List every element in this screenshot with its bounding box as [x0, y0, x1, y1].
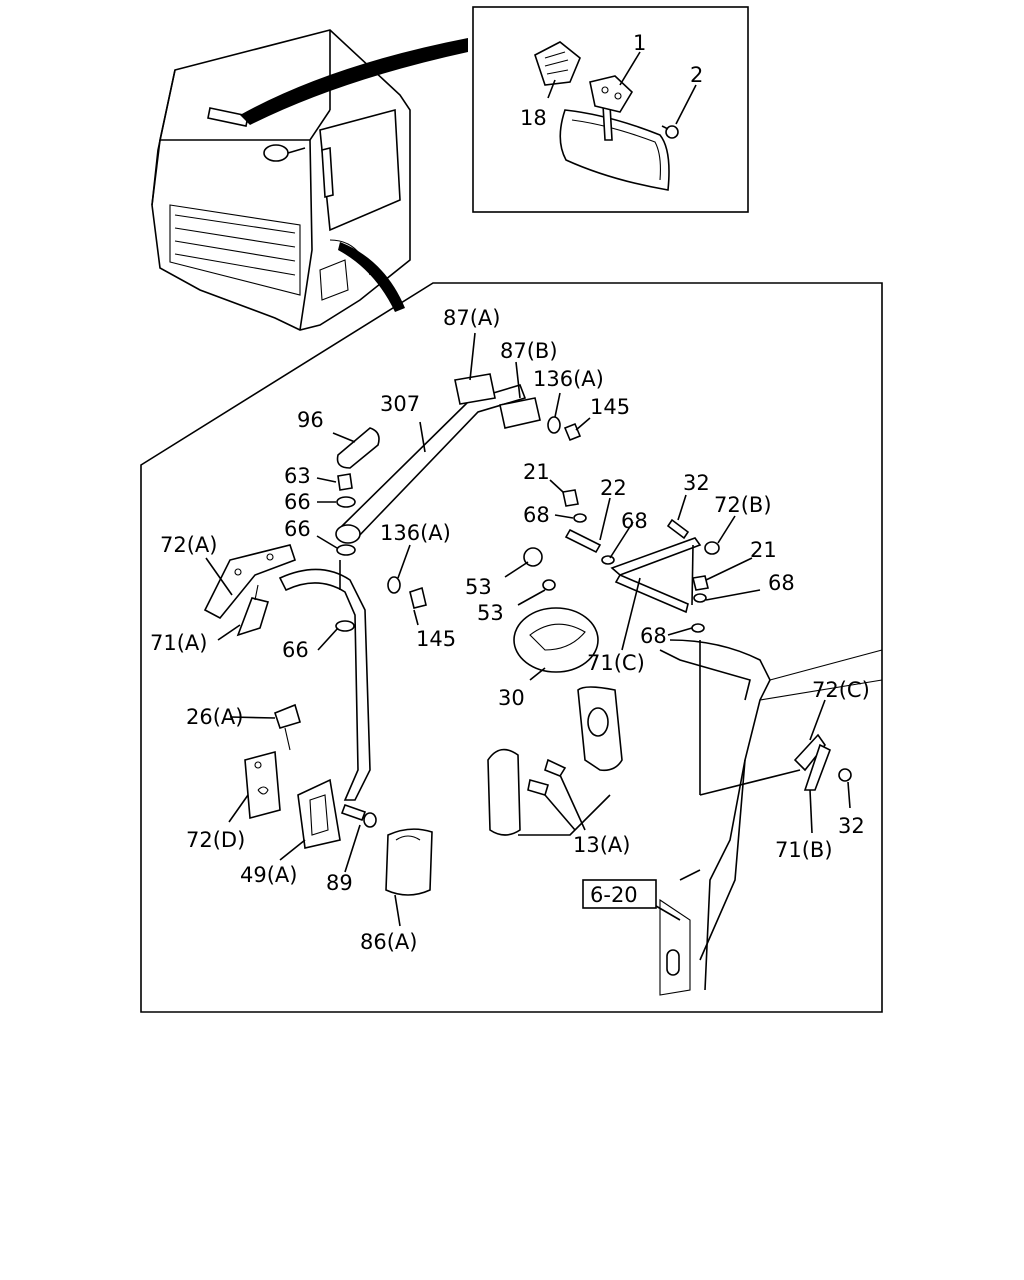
callout-26a: 26(A)	[186, 705, 243, 729]
callout-307: 307	[380, 392, 420, 416]
callout-53-a: 53	[465, 575, 492, 599]
callout-53-b: 53	[477, 601, 504, 625]
callout-68-b: 68	[621, 509, 648, 533]
callout-89: 89	[326, 871, 353, 895]
callout-71b: 71(B)	[775, 838, 833, 862]
callout-145-mid: 145	[416, 627, 456, 651]
callout-1: 1	[633, 31, 646, 55]
callout-66-c: 66	[282, 638, 309, 662]
callout-13a: 13(A)	[573, 833, 630, 857]
mirror-stay-assembly: 87(A) 87(B) 136(A) 145 307 96 63 66 66 7…	[140, 282, 883, 1013]
callout-32-a: 32	[683, 471, 710, 495]
callout-49a: 49(A)	[240, 863, 297, 887]
callout-68-d: 68	[640, 624, 667, 648]
callout-32-b: 32	[838, 814, 865, 838]
callout-22: 22	[600, 476, 627, 500]
callout-68-c: 68	[768, 571, 795, 595]
truck-cab-overview	[151, 29, 468, 331]
callout-145-top: 145	[590, 395, 630, 419]
callout-87b: 87(B)	[500, 339, 558, 363]
interior-mirror-inset: 1 2 18	[472, 6, 749, 213]
callout-72d: 72(D)	[186, 828, 245, 852]
callout-63: 63	[284, 464, 311, 488]
callout-71c: 71(C)	[587, 651, 645, 675]
callout-21-a: 21	[523, 460, 550, 484]
callout-72b: 72(B)	[714, 493, 772, 517]
callout-21-b: 21	[750, 538, 777, 562]
callout-87a: 87(A)	[443, 306, 500, 330]
callout-86a: 86(A)	[360, 930, 417, 954]
callout-72a: 72(A)	[160, 533, 217, 557]
callout-2: 2	[690, 63, 703, 87]
callout-30: 30	[498, 686, 525, 710]
callout-18: 18	[520, 106, 547, 130]
callout-66-a: 66	[284, 490, 311, 514]
callout-66-b: 66	[284, 517, 311, 541]
callout-68-a: 68	[523, 503, 550, 527]
callout-71a: 71(A)	[150, 631, 207, 655]
callout-96: 96	[297, 408, 324, 432]
reference-6-20[interactable]: 6-20	[590, 883, 638, 907]
callout-136a-top: 136(A)	[533, 367, 604, 391]
callout-136a-mid: 136(A)	[380, 521, 451, 545]
callout-72c: 72(C)	[812, 678, 870, 702]
